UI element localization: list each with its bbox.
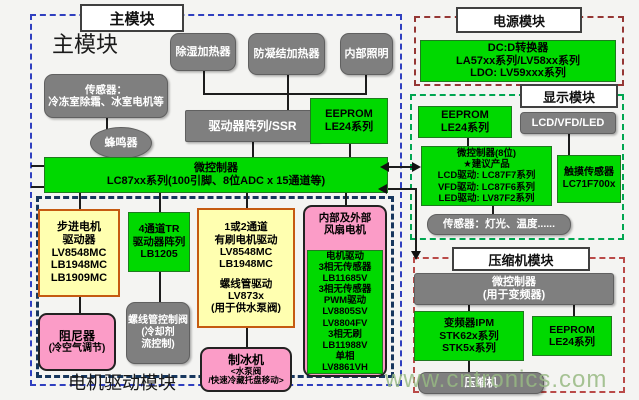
connector (31, 186, 44, 188)
driver-array-ssr-box: 驱动器阵列/SSR (185, 110, 320, 142)
motor-drive-module-label: 电机驱动模块 (68, 373, 176, 393)
buzzer-ellipse: 蜂鸣器 (90, 127, 152, 159)
connector (79, 193, 81, 209)
stepper-driver-box: 步进电机 驱动器 LV8548MC LB1948MC LB1909MC (38, 209, 120, 297)
compressor-box: 压缩机 (418, 372, 544, 394)
dehumidifier-heater-box: 除湿加热器 (170, 33, 236, 71)
arrow-down-icon (411, 251, 421, 260)
connector (568, 134, 570, 155)
connector (468, 305, 470, 311)
connector (246, 193, 248, 208)
arrow-left-icon (380, 162, 389, 172)
connector (252, 142, 254, 157)
power-module-label: 电源模块 (456, 7, 582, 33)
connector (79, 297, 81, 313)
connector (365, 75, 367, 93)
connector (468, 361, 470, 372)
watermark: www.cntronics.com (385, 366, 608, 393)
connector (31, 165, 44, 167)
display-module-label: 显示模块 (520, 84, 618, 108)
ice-maker-box: 制冰机 <水泵阀 /快速冷藏托盘移动> (200, 347, 292, 392)
connector (573, 305, 575, 316)
compressor-module-label: 压缩机模块 (452, 247, 590, 271)
damper-title: 阻尼器 (58, 329, 95, 344)
sensors-box: 传感器： 冷冻室除霜、冰室电机等 (44, 74, 168, 118)
fan-motor-drivers-box: 电机驱动 3相无传感器 LB11685V 3相无传感器 PWM驱动 LV8805… (307, 250, 383, 374)
connector (246, 328, 248, 347)
solenoid-valve-box: 螺线管控制阀 (冷却剂 流控制) (126, 302, 190, 364)
display-mcu-link (386, 188, 417, 190)
connector (345, 193, 347, 205)
main-mcu-strip: 微控制器 LC87xx系列(100引脚、8位ADC x 15通道等) (44, 157, 388, 193)
display-mcu-box: 微控制器(8位) ★建议产品 LCD驱动: LC87F7系列 VFD驱动: LC… (421, 146, 552, 206)
damper-sub: (冷空气调节) (48, 343, 106, 355)
tr-driver-array-box: 4通道TR 驱动器阵列 LB1205 (128, 212, 190, 272)
brushed-motor-driver-text: 1或2通道 有刷电机驱动 LV8548MC LB1948MC (214, 221, 278, 271)
compressor-mcu-box: 微控制器 (用于变频器) (414, 273, 614, 305)
damper-box: 阻尼器 (冷空气调节) (38, 313, 116, 371)
touch-sensor-box: 触摸传感器 LC71F700x (557, 155, 621, 203)
main-module-heading: 主模块 (52, 32, 119, 57)
connector (203, 93, 367, 95)
lcd-vfd-led-box: LCD/VFD/LED (520, 112, 616, 134)
display-sensors-bar: 传感器：灯光、温度...... (427, 214, 571, 235)
arrow-right-icon (412, 162, 421, 172)
main-eeprom-box: EEPROM LE24系列 (310, 98, 388, 144)
compressor-eeprom-box: EEPROM LE24系列 (532, 316, 612, 356)
ice-maker-title: 制冰机 (227, 352, 264, 367)
connector (287, 75, 289, 110)
interior-lighting-box: 内部照明 (340, 33, 393, 75)
display-eeprom-box: EEPROM LE24系列 (418, 106, 512, 138)
link-to-compressor (415, 188, 417, 252)
fan-motor-header: 内部及外部 风扇电机 (318, 212, 372, 237)
inverter-ipm-box: 变频器IPM STK62x系列 STK5x系列 (414, 311, 524, 361)
connector (349, 144, 351, 157)
ice-maker-sub: <水泵阀 /快速冷藏托盘移动> (208, 365, 284, 386)
anti-condensation-heater-box: 防凝结加热器 (248, 33, 325, 75)
main-module-label: 主模块 (80, 4, 184, 32)
connector (492, 206, 494, 214)
mcu-display-link (388, 166, 414, 168)
connector (159, 272, 161, 302)
arrow-left-icon (378, 184, 387, 194)
connector (203, 71, 205, 93)
solenoid-driver-text: 螺线管驱动 LV873x (用于供水泵阀) (211, 277, 281, 315)
power-converter-box: DC:D转换器 LA57xx系列/LV58xx系列 LDO: LV59xxx系列 (420, 40, 616, 82)
connector (467, 138, 469, 146)
connector (159, 193, 161, 212)
brushed-motor-driver-box: 1或2通道 有刷电机驱动 LV8548MC LB1948MC 螺线管驱动 LV8… (197, 208, 295, 328)
